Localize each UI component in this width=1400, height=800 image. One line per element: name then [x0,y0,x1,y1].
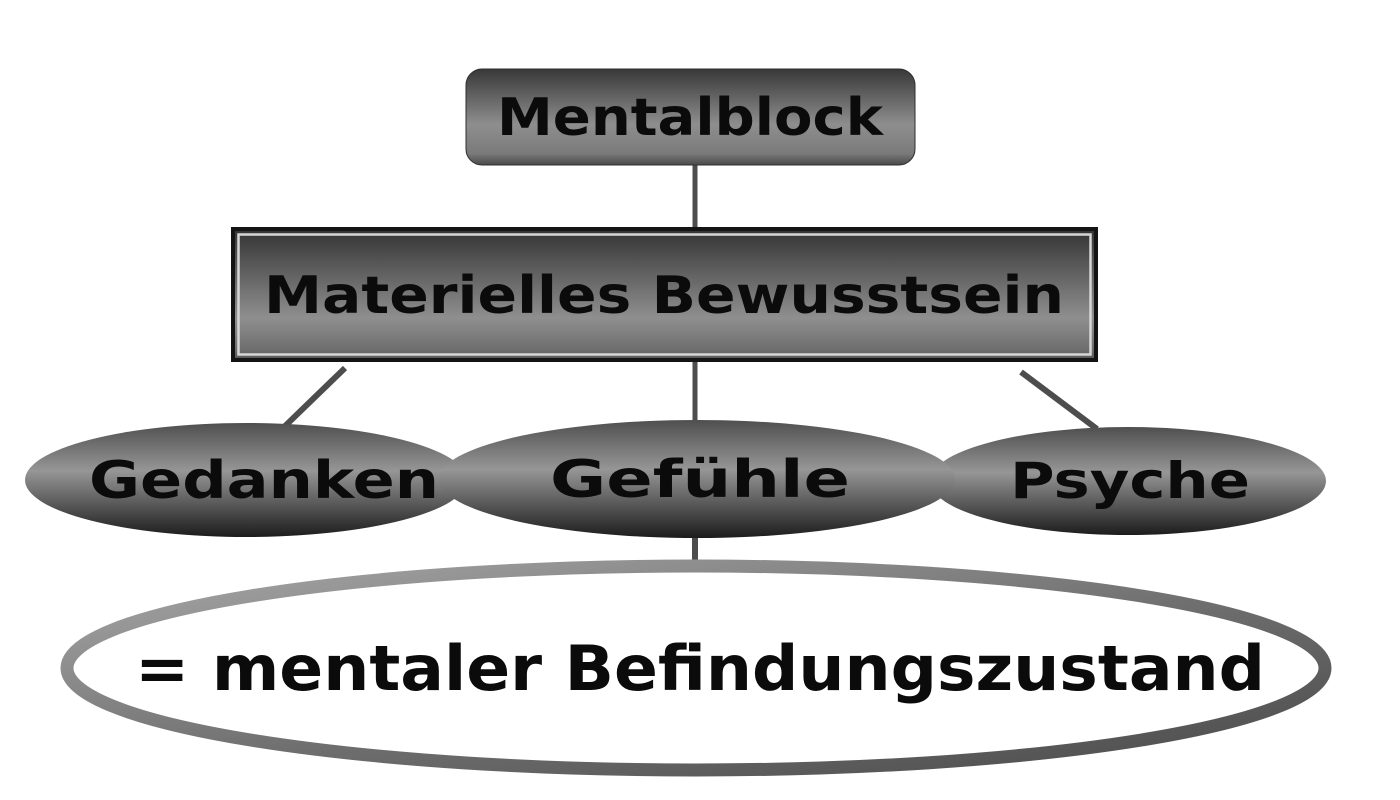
psyche-label: Psyche [1010,452,1250,510]
edge-materielles-gedanken [280,365,348,431]
gedanken-label: Gedanken [89,451,439,511]
gefuehle-label: Gefühle [550,450,850,510]
materielles-box-bevel [237,233,1092,356]
node-gefuehle: Gefühle [439,420,955,538]
mentalblock-box [465,68,916,166]
edge-materielles-psyche [1019,369,1099,432]
materielles-label: Materielles Bewusstsein [264,266,1064,326]
node-psyche: Psyche [930,427,1326,535]
node-gedanken: Gedanken [25,423,467,537]
befindungszustand-ellipse [60,559,1332,777]
node-mentaler-befindungszustand: = mentaler Befindungszustand [60,559,1332,777]
node-materielles-bewusstsein: Materielles Bewusstsein [231,227,1098,362]
psyche-ellipse [930,427,1326,535]
gedanken-ellipse [25,423,467,537]
gefuehle-ellipse [439,420,955,538]
node-mentalblock: Mentalblock [465,68,916,166]
materielles-box [231,227,1098,362]
mentalblock-label: Mentalblock [497,88,885,148]
befindungszustand-label: = mentaler Befindungszustand [135,632,1265,705]
